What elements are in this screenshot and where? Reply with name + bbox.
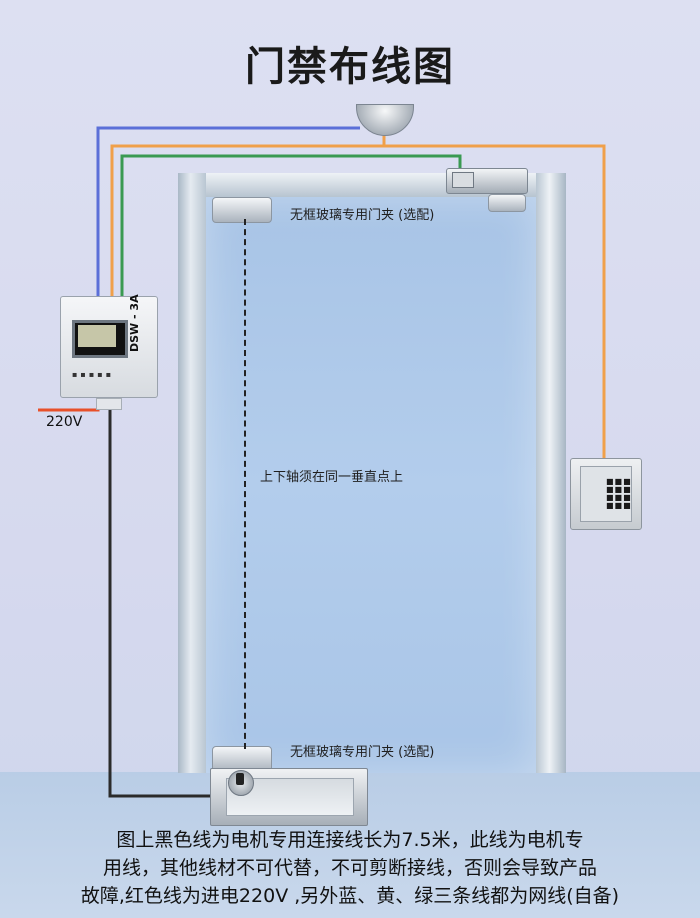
wiring-note: 图上黑色线为电机专用连接线长为7.5米，此线为电机专 用线，其他线材不可代替，不…: [0, 826, 700, 910]
pivot-axis-line: [244, 219, 246, 749]
red-wire: [38, 396, 100, 412]
voltage-label: 220V: [46, 414, 83, 430]
top-door-clamp: [212, 197, 272, 223]
door-frame-left: [178, 173, 206, 773]
note-line-3: 故障,红色线为进电220V ,另外蓝、黄、绿三条线都为网线(自备): [80, 885, 620, 907]
controller-buttons: ▪▪▪▪▪: [72, 370, 115, 379]
glass-door-panel: [206, 197, 536, 773]
door-frame-right: [536, 173, 566, 773]
bottom-door-clamp: [212, 746, 272, 772]
top-clamp-label: 无框玻璃专用门夹 (选配): [290, 208, 435, 223]
lock-knob: [452, 172, 474, 188]
motor-pivot-notch: [236, 773, 244, 785]
controller-model-label: DSW - 3A: [128, 294, 141, 352]
axis-note-label: 上下轴须在同一垂直点上: [260, 470, 404, 485]
yellow-wire-left: [110, 144, 606, 458]
top-right-door-clamp: [488, 194, 526, 212]
page-title: 门禁布线图: [245, 44, 455, 90]
green-wire: [120, 154, 462, 296]
controller-display: [78, 325, 116, 347]
note-line-2: 用线，其他线材不可代替，不可剪断接线，否则会导致产品: [102, 857, 597, 879]
note-line-1: 图上黑色线为电机专用连接线长为7.5米，此线为电机专: [116, 829, 584, 851]
bottom-clamp-label: 无框玻璃专用门夹 (选配): [290, 745, 435, 760]
black-wire: [108, 396, 212, 798]
controller-terminal: [96, 398, 122, 410]
keypad-buttons: ■■■■■■■■■■■■: [606, 477, 632, 510]
blue-wire: [96, 126, 360, 296]
keypad-face: [580, 466, 632, 522]
